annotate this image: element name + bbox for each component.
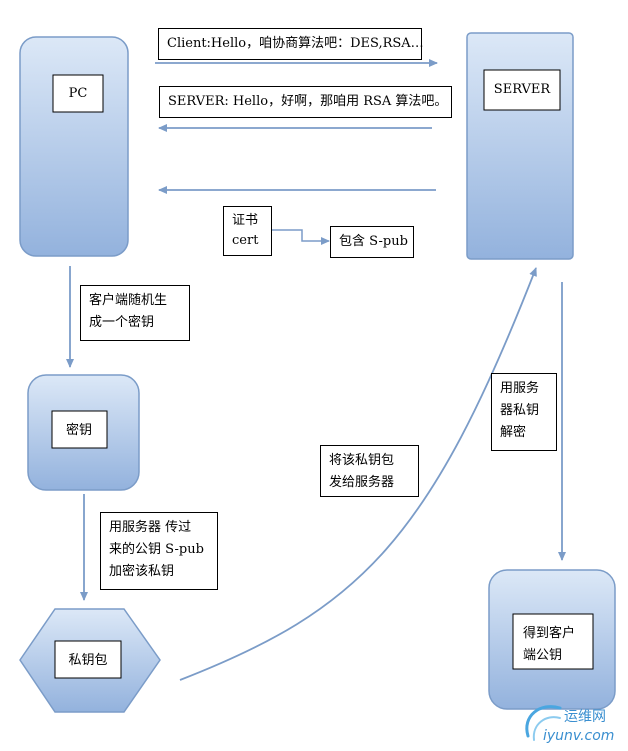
- decrypt-note-line1: 用服务: [500, 381, 540, 396]
- contains-spub-text: 包含 S-pub: [339, 234, 408, 249]
- server-label-box: [483, 69, 561, 111]
- pc-label-box: [52, 74, 104, 113]
- send-note-line2: 发给服务器: [329, 475, 395, 490]
- server-label: SERVER: [494, 82, 552, 97]
- cert-box: 证书 cert: [223, 206, 272, 256]
- gen-key-note-line1: 客户端随机生: [89, 293, 168, 308]
- watermark-name: 运维网: [564, 709, 606, 725]
- cert-text-line1: 证书: [232, 213, 259, 228]
- contains-spub-box: 包含 S-pub: [330, 226, 414, 258]
- pc-label: PC: [69, 86, 88, 101]
- client-key-label-line1: 得到客户: [523, 625, 575, 641]
- client-hello-text: Client:Hello，咱协商算法吧：DES,RSA…: [167, 36, 424, 51]
- encrypt-note-line3: 加密该私钥: [109, 564, 175, 579]
- encrypt-note: 用服务器 传过 来的公钥 S-pub 加密该私钥: [100, 512, 218, 590]
- arrow-cert-contains: [272, 229, 330, 245]
- send-note-line1: 将该私钥包: [329, 453, 395, 468]
- server-hello-text: SERVER: Hello，好啊，那咱用 RSA 算法吧。: [168, 94, 448, 109]
- key-label: 密钥: [66, 422, 92, 438]
- encrypt-note-line1: 用服务器 传过: [109, 520, 192, 535]
- watermark-logo-icon: [525, 705, 562, 741]
- key-package-label: 私钥包: [68, 653, 107, 668]
- cert-text-line2: cert: [232, 233, 259, 248]
- decrypt-note-line3: 解密: [500, 425, 527, 440]
- watermark-domain: iyunv.com: [543, 728, 615, 744]
- gen-key-note: 客户端随机生 成一个密钥: [80, 285, 190, 341]
- key-label-box: [51, 410, 108, 449]
- send-note: 将该私钥包 发给服务器: [320, 445, 419, 497]
- decrypt-note-line2: 器私钥: [500, 403, 540, 418]
- client-hello-box: Client:Hello，咱协商算法吧：DES,RSA…: [158, 28, 424, 60]
- pc-node: [19, 36, 129, 257]
- encrypt-note-line2: 来的公钥 S-pub: [109, 542, 204, 557]
- server-hello-box: SERVER: Hello，好啊，那咱用 RSA 算法吧。: [159, 86, 452, 118]
- gen-key-note-line2: 成一个密钥: [89, 315, 155, 330]
- key-package-label-box: [54, 640, 122, 679]
- decrypt-note: 用服务 器私钥 解密: [491, 373, 557, 451]
- arrow-package-to-server: [179, 267, 537, 681]
- server-node: [466, 32, 574, 260]
- client-key-label-box: [512, 613, 594, 670]
- client-key-label-line2: 端公钥: [523, 648, 562, 663]
